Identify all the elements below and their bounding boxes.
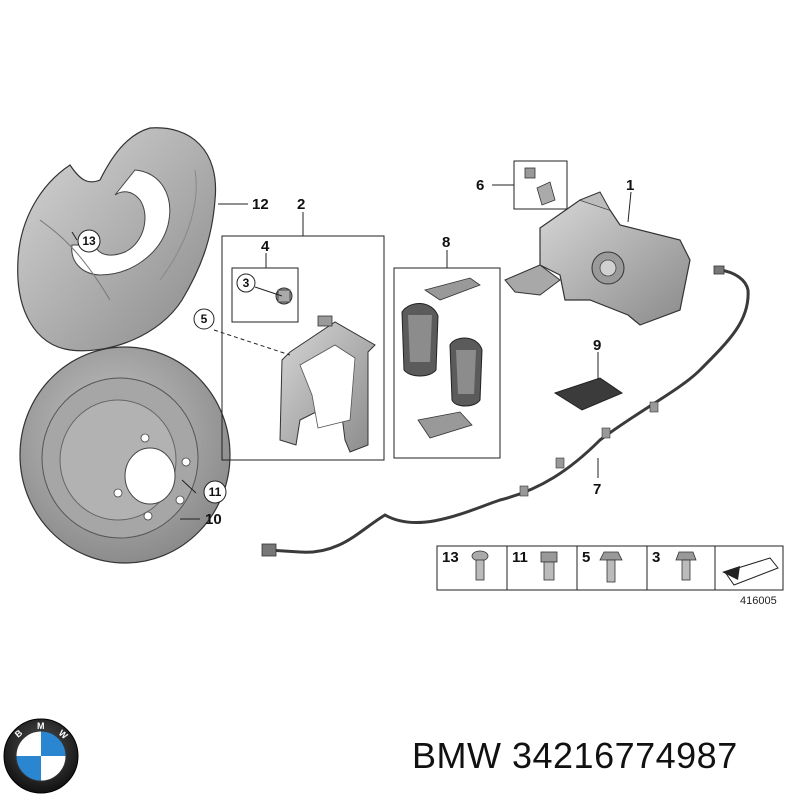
- guide-sleeve: [275, 287, 293, 305]
- callout-1: 1: [626, 177, 634, 194]
- pad-shim: [553, 377, 624, 411]
- callout-5: 5: [201, 312, 208, 326]
- callout-9: 9: [593, 337, 601, 354]
- callout-10: 10: [205, 511, 222, 528]
- brake-pads: [401, 277, 483, 439]
- caliper-carrier: [279, 315, 376, 453]
- box-4-guide-sleeve: [231, 267, 299, 323]
- diagram-reference-number: 416005: [740, 595, 777, 607]
- callout-12: 12: [252, 196, 269, 213]
- callout-2: 2: [297, 196, 305, 213]
- dust-shield: [17, 127, 217, 352]
- bolt-3-icon: [675, 551, 697, 581]
- logo-letter-m: M: [37, 721, 45, 731]
- part-number-title: BMW 34216774987: [412, 735, 738, 776]
- bolt-5-icon: [599, 551, 623, 583]
- box-6-bleeder: [513, 160, 568, 210]
- callout-7: 7: [593, 481, 601, 498]
- bolt-11-icon: [540, 551, 558, 581]
- callout-8: 8: [442, 234, 450, 251]
- legend-item-11: 11: [512, 549, 528, 566]
- callout-6: 6: [476, 177, 484, 194]
- callout-labels: 12 2 4 6 1 8 9 7 10 3 5 11 13: [77, 177, 634, 528]
- callout-4: 4: [261, 238, 270, 255]
- brake-disc: [19, 346, 231, 564]
- fastener-legend: 13 11 5 3 416005: [436, 545, 784, 607]
- logo-letter-b: B: [13, 727, 25, 739]
- wear-sensor-cable: [261, 265, 750, 557]
- callout-3: 3: [243, 276, 250, 290]
- bolt-13-icon: [471, 550, 489, 581]
- legend-item-3: 3: [652, 549, 660, 566]
- bmw-logo: B M W: [3, 718, 79, 794]
- brake-caliper: [504, 191, 691, 326]
- callout-11: 11: [209, 485, 222, 499]
- bleeder-screw: [524, 167, 556, 206]
- pointer-arrow-icon: [722, 557, 779, 586]
- leader-lines: [71, 184, 632, 520]
- callout-13: 13: [82, 234, 96, 248]
- legend-item-13: 13: [442, 549, 459, 566]
- legend-item-5: 5: [582, 549, 590, 566]
